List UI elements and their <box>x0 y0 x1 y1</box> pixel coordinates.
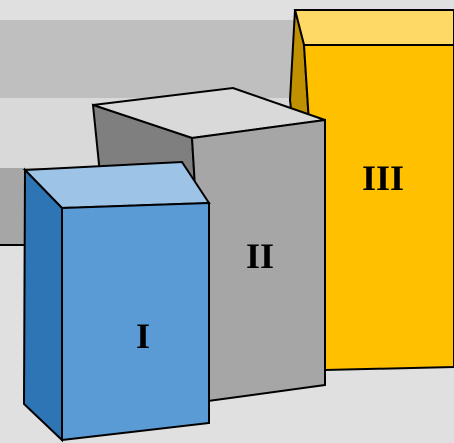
block-iii-top <box>293 9 454 46</box>
block-i: I <box>22 160 211 443</box>
block-iii-front <box>302 44 454 372</box>
block-iii: III <box>288 9 454 372</box>
block-iii-label: III <box>362 158 404 198</box>
block-i-front <box>61 201 210 442</box>
block-ii-label: II <box>246 236 274 276</box>
block-i-side <box>22 167 63 443</box>
block-i-label: I <box>136 316 150 356</box>
